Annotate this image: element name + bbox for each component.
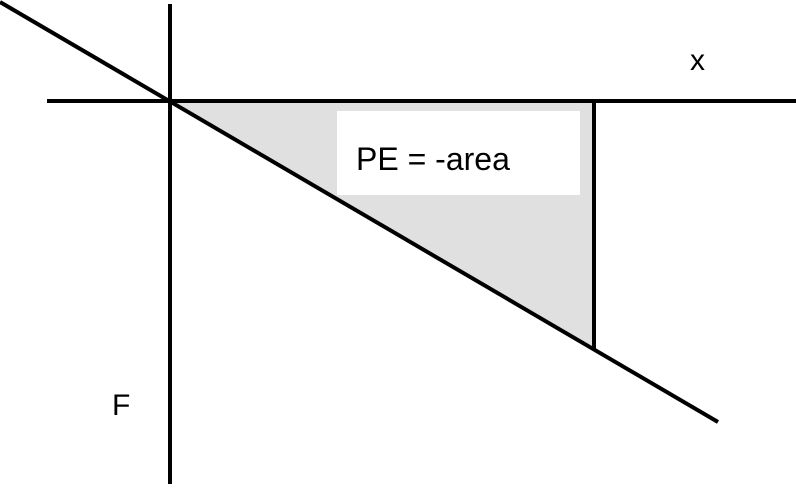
area-label: PE = -area <box>356 141 510 177</box>
x-axis-label: x <box>690 44 705 77</box>
area-label-box <box>337 111 580 195</box>
f-axis-label: F <box>112 389 130 422</box>
force-line <box>0 0 720 424</box>
